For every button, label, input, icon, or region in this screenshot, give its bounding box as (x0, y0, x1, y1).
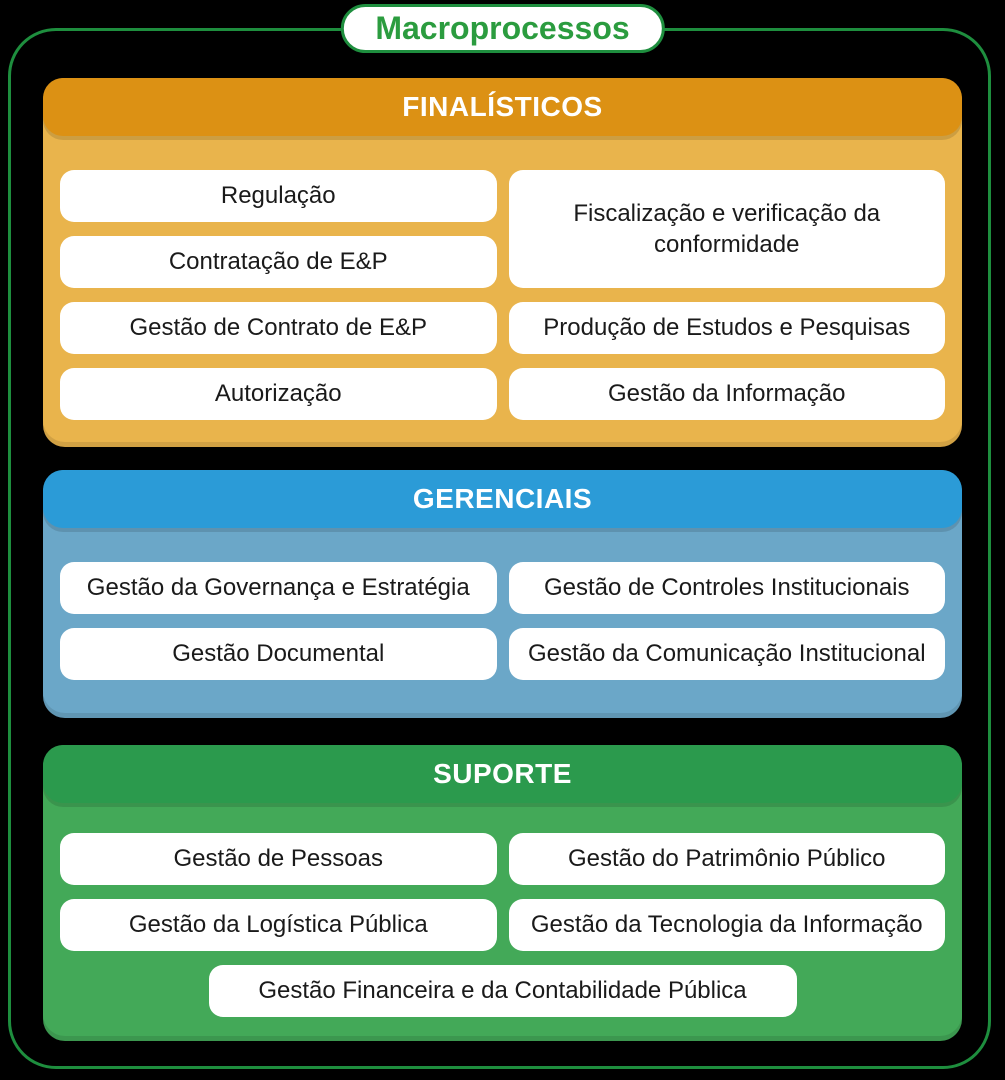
section-finalisticos-title: FINALÍSTICOS (402, 91, 603, 122)
section-gerenciais-header: GERENCIAIS (43, 470, 962, 528)
process-item-tecnologia-informacao: Gestão da Tecnologia da Informação (508, 899, 945, 951)
page-title: Macroprocessos (375, 10, 630, 46)
section-gerenciais-items: Gestão da Governança e Estratégia Gestão… (43, 528, 962, 680)
section-finalisticos-header: FINALÍSTICOS (43, 78, 962, 136)
title-badge: Macroprocessos (340, 4, 665, 53)
process-item-contratacao-ep: Contratação de E&P (60, 236, 497, 288)
process-item-financeira-contabilidade: Gestão Financeira e da Contabilidade Púb… (208, 965, 797, 1017)
process-item-governanca-estrategia: Gestão da Governança e Estratégia (60, 562, 497, 614)
process-item-gestao-documental: Gestão Documental (60, 628, 497, 680)
section-gerenciais: GERENCIAIS Gestão da Governança e Estrat… (43, 470, 962, 718)
section-suporte-items: Gestão de Pessoas Gestão do Patrimônio P… (43, 803, 962, 1017)
process-item-producao-estudos: Produção de Estudos e Pesquisas (508, 302, 945, 354)
section-gerenciais-title: GERENCIAIS (412, 483, 593, 514)
process-item-regulacao: Regulação (60, 170, 497, 222)
section-finalisticos-items: Regulação Fiscalização e verificação da … (43, 136, 962, 420)
section-finalisticos: FINALÍSTICOS Regulação Fiscalização e ve… (43, 78, 962, 447)
section-suporte: SUPORTE Gestão de Pessoas Gestão do Patr… (43, 745, 962, 1041)
process-item-comunicacao-institucional: Gestão da Comunicação Institucional (508, 628, 945, 680)
process-item-patrimonio-publico: Gestão do Patrimônio Público (508, 833, 945, 885)
process-item-fiscalizacao: Fiscalização e verificação da conformida… (508, 170, 945, 288)
section-suporte-header: SUPORTE (43, 745, 962, 803)
process-item-gestao-informacao: Gestão da Informação (508, 368, 945, 420)
section-suporte-title: SUPORTE (433, 758, 572, 789)
process-item-gestao-pessoas: Gestão de Pessoas (60, 833, 497, 885)
process-item-autorizacao: Autorização (60, 368, 497, 420)
process-item-controles-institucionais: Gestão de Controles Institucionais (508, 562, 945, 614)
process-item-logistica-publica: Gestão da Logística Pública (60, 899, 497, 951)
process-item-gestao-contrato-ep: Gestão de Contrato de E&P (60, 302, 497, 354)
